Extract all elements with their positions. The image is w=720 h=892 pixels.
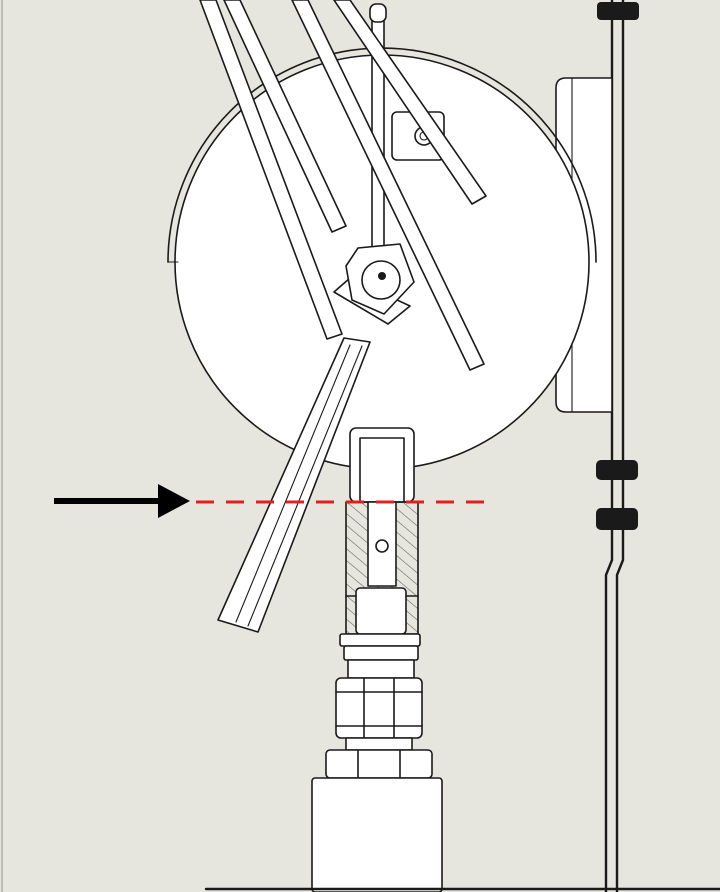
callout-arrow — [54, 484, 190, 518]
lever-edge-a — [235, 344, 351, 623]
arrow-right-icon — [158, 484, 190, 518]
linkage — [199, 0, 487, 633]
pivot-pin-icon — [378, 272, 386, 280]
hex-nut — [335, 677, 423, 739]
rod-b — [223, 0, 347, 233]
bolt-upper — [596, 460, 638, 480]
section-port — [375, 539, 389, 553]
bolt-lower — [596, 508, 638, 530]
top-nut-bore — [359, 437, 405, 503]
spindle-rod — [369, 3, 387, 261]
pivot-washer — [361, 260, 401, 300]
base-block — [311, 777, 443, 892]
fitting-stack — [311, 427, 443, 892]
lower-neck — [345, 737, 413, 751]
rod-d — [333, 0, 487, 205]
washer-1 — [339, 633, 421, 647]
top-clamp — [597, 2, 639, 20]
rod-a — [199, 0, 343, 340]
inner-sleeve — [355, 587, 407, 635]
lever-edge-b — [247, 345, 363, 627]
washer-2 — [343, 645, 419, 661]
rod-cap — [369, 3, 387, 23]
base-nut — [325, 749, 433, 779]
rod-c — [291, 0, 485, 371]
frame-rail-outer — [615, 0, 625, 892]
coupling-neck — [347, 659, 415, 679]
lever-arm — [217, 337, 371, 633]
